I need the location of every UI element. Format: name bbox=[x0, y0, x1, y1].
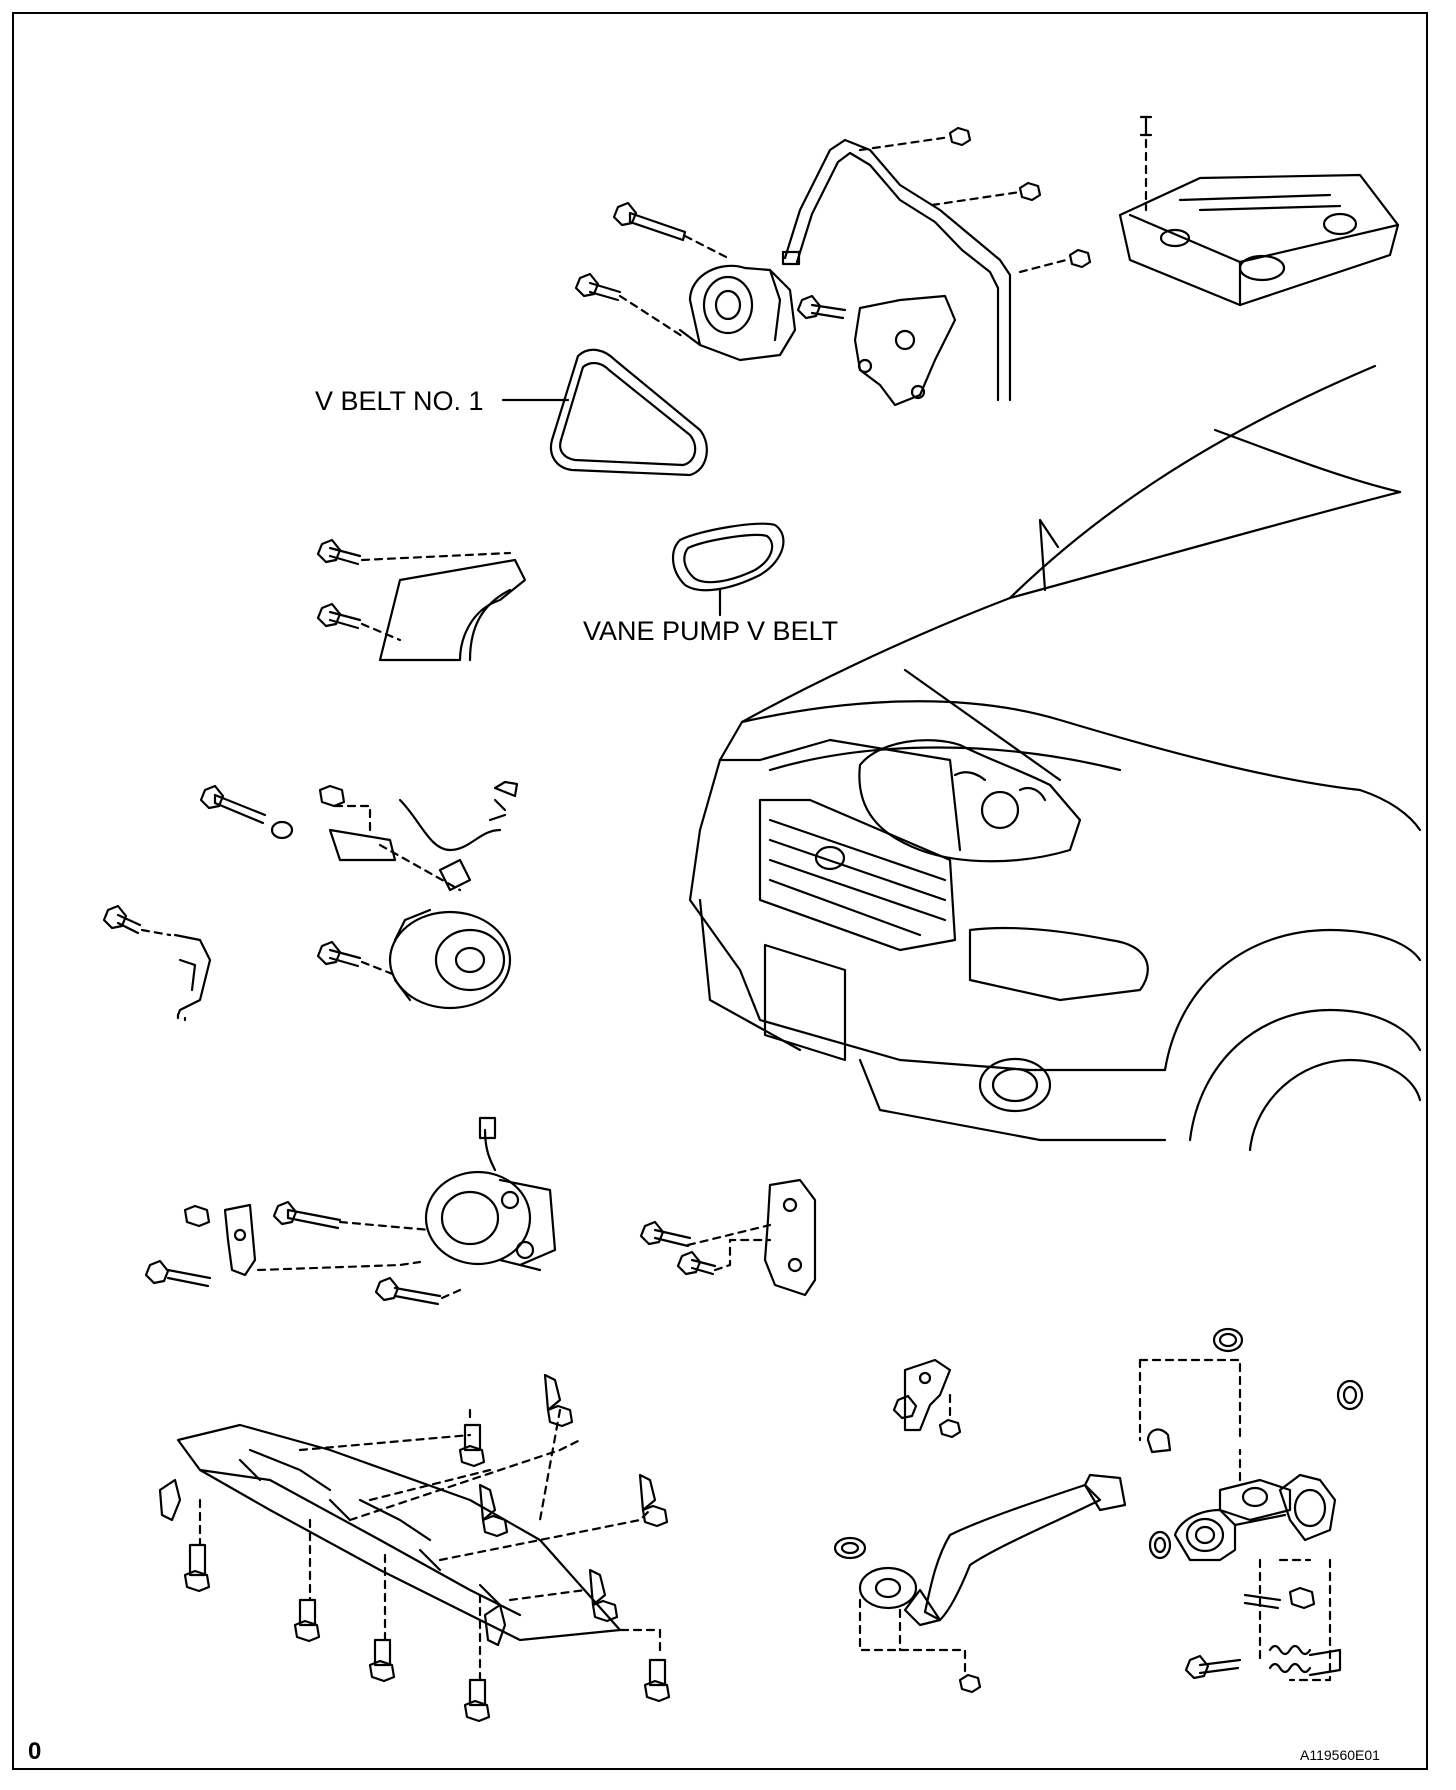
v-belt-no1-part bbox=[501, 348, 708, 477]
vane-pump-v-belt-label: VANE PUMP V BELT bbox=[583, 616, 839, 646]
power-steering-pump-part bbox=[574, 126, 1092, 407]
ac-compressor-part bbox=[144, 1116, 557, 1306]
exhaust-pipe-part bbox=[833, 1327, 1364, 1694]
figure-code: A119560E01 bbox=[1300, 1747, 1380, 1763]
diagram-frame bbox=[12, 12, 1428, 1770]
engine-cover-part bbox=[1118, 115, 1400, 307]
engine-under-cover-part bbox=[158, 1373, 671, 1723]
alternator-part bbox=[102, 780, 519, 1022]
vehicle-front-illustration bbox=[688, 364, 1422, 1152]
vane-pump-v-belt-part bbox=[672, 522, 785, 617]
footer-left-mark: 0 bbox=[28, 1738, 42, 1765]
compressor-bracket-part bbox=[639, 1178, 817, 1297]
v-belt-no1-label: V BELT NO. 1 bbox=[315, 386, 484, 416]
belt-cover-part bbox=[316, 538, 527, 662]
